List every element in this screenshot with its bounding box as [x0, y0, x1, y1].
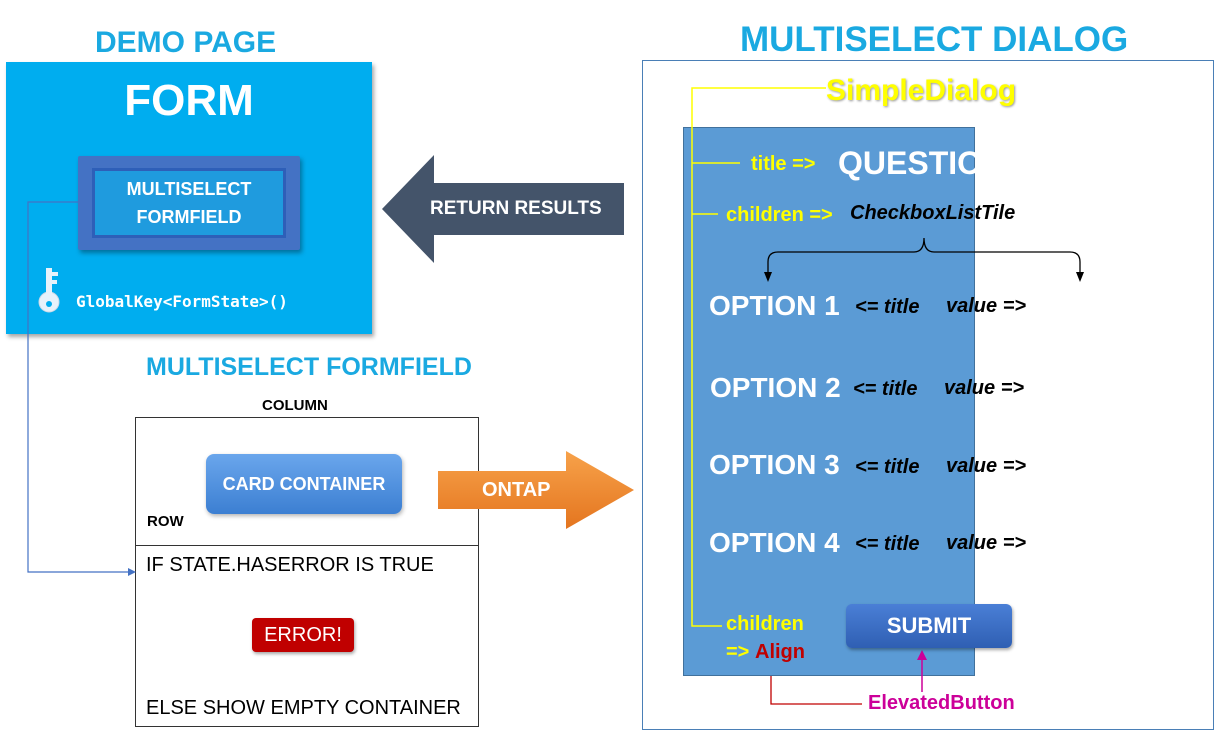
else-empty-text: ELSE SHOW EMPTY CONTAINER [146, 697, 461, 719]
multiselect-formfield-widget[interactable]: MULTISELECT FORMFIELD [78, 156, 300, 250]
align-arrow: => [726, 641, 750, 663]
option-4-label: OPTION 4 [709, 527, 840, 558]
option-1-label: OPTION 1 [709, 290, 840, 321]
option-2-title-hint: <= title [853, 378, 918, 400]
formfield-line2: FORMFIELD [136, 207, 242, 227]
option-1-value-hint: value => [946, 295, 1027, 317]
error-badge: ERROR! [252, 618, 354, 652]
form-title: FORM [124, 76, 254, 125]
column-divider [136, 545, 478, 546]
option-4-checkbox[interactable] [1035, 522, 1105, 564]
option-3-label: OPTION 3 [709, 449, 840, 480]
formfield-line1: MULTISELECT [126, 179, 252, 199]
ontap-arrow [438, 451, 634, 529]
demo-page-title: DEMO PAGE [95, 26, 277, 59]
return-results-arrow [382, 155, 624, 263]
title-arrow-label: title => [751, 153, 816, 175]
row-label: ROW [147, 513, 184, 530]
submit-button[interactable]: SUBMIT [846, 604, 1012, 648]
option-3-value-hint: value => [946, 455, 1027, 477]
simple-dialog-label: SimpleDialog [826, 74, 1017, 107]
form-panel: FORM MULTISELECT FORMFIELD GlobalKey<For… [6, 62, 372, 334]
ontap-label: ONTAP [482, 479, 551, 501]
option-2-checkbox[interactable] [1036, 366, 1106, 408]
key-icon [38, 268, 60, 313]
global-key-label: GlobalKey<FormState>() [76, 292, 288, 311]
simple-dialog-body [683, 127, 975, 676]
option-2-label: OPTION 2 [710, 372, 841, 403]
option-4-title-hint: <= title [855, 533, 920, 555]
align-label: Align [755, 641, 805, 663]
option-3-title-hint: <= title [855, 456, 920, 478]
question-title: QUESTION [838, 145, 1006, 181]
children-label: children [726, 613, 804, 635]
elevated-button-label: ElevatedButton [868, 692, 1015, 714]
option-1-title-hint: <= title [855, 296, 920, 318]
dialog-section-title: MULTISELECT DIALOG [740, 20, 1129, 59]
if-haserror-text: IF STATE.HASERROR IS TRUE [146, 554, 434, 576]
column-label: COLUMN [262, 397, 328, 414]
option-4-value-hint: value => [946, 532, 1027, 554]
formfield-section-title: MULTISELECT FORMFIELD [146, 353, 472, 381]
children-arrow-label: children => [726, 204, 833, 226]
multiselect-formfield-label: MULTISELECT FORMFIELD [92, 168, 286, 238]
option-2-value-hint: value => [944, 377, 1025, 399]
option-3-checkbox[interactable] [1035, 444, 1105, 486]
card-container[interactable]: CARD CONTAINER [206, 454, 402, 514]
checkbox-list-tile-label: CheckboxListTile [850, 202, 1016, 224]
option-1-checkbox[interactable] [1035, 286, 1105, 328]
return-results-label: RETURN RESULTS [430, 198, 602, 219]
